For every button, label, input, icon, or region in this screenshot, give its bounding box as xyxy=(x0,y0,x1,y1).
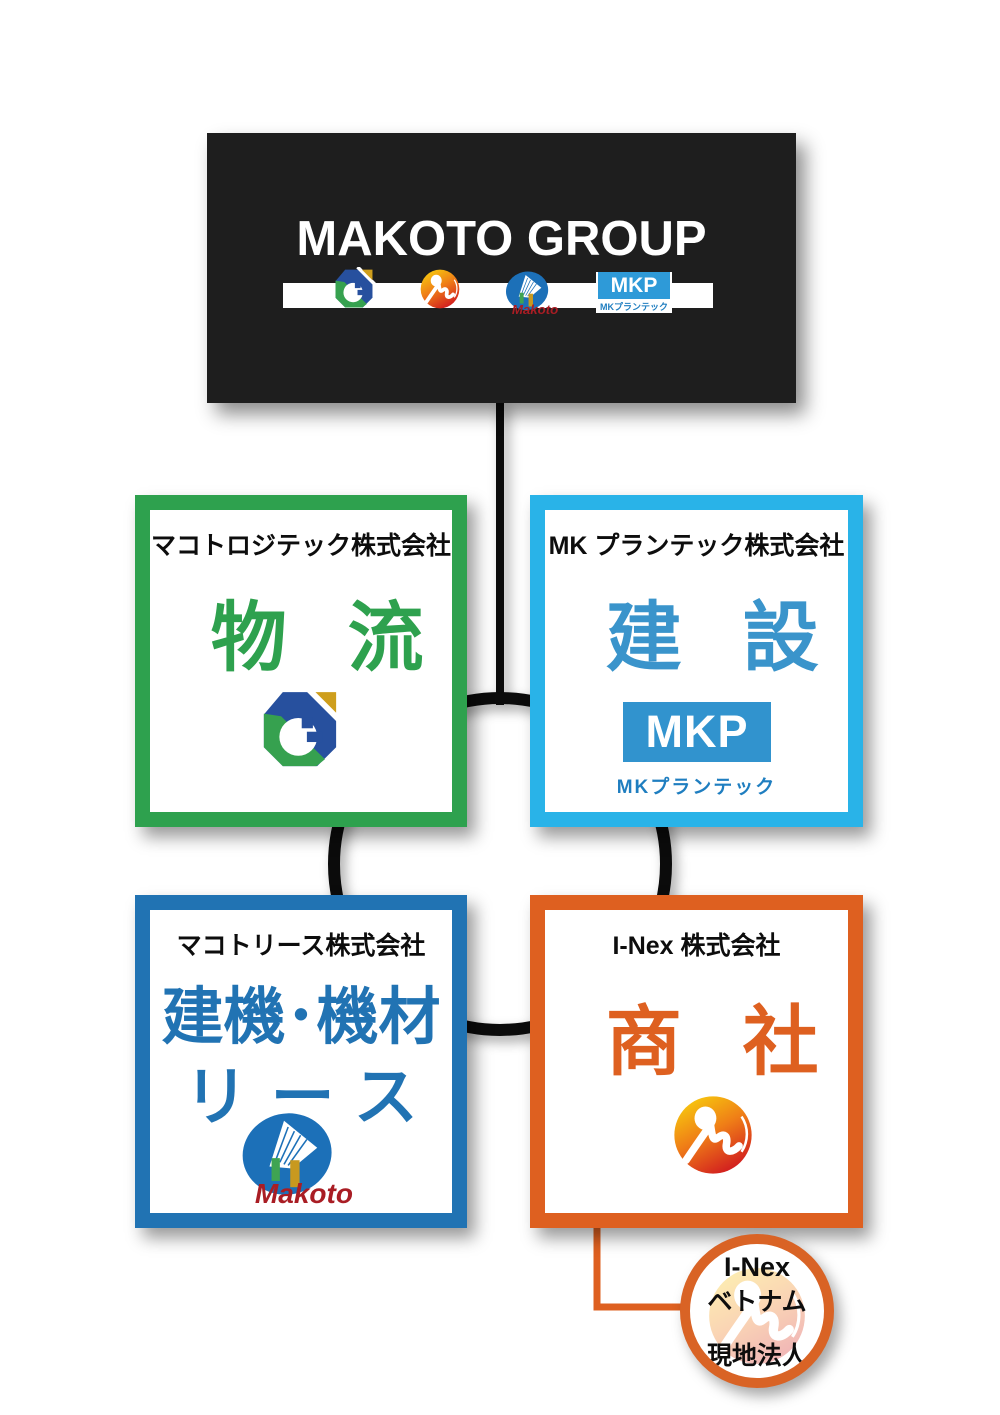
trading-to-subsidiary-line xyxy=(593,1226,684,1311)
gradient-circle-figure-icon xyxy=(709,1268,805,1364)
construction-company-name: MK プランテック株式会社 xyxy=(548,532,845,560)
mkp-badge-subtitle: MKプランテック xyxy=(616,777,777,798)
card-construction: MK プランテック株式会社 建設 MKP MKプランテック xyxy=(530,495,863,827)
lease-company-name: マコトリース株式会社 xyxy=(176,932,426,960)
gradient-circle-figure-icon xyxy=(674,1096,752,1174)
logistics-company-name: マコトロジテック株式会社 xyxy=(150,532,451,560)
construction-business-label: 建設 xyxy=(605,596,880,681)
card-lease: マコトリース株式会社 建機･機材 リース Makoto xyxy=(135,895,467,1228)
logistics-business-label: 物流 xyxy=(210,596,485,681)
lease-business-line2: リース xyxy=(184,1061,441,1133)
subsidiary-name-line1: I-Nex xyxy=(723,1252,791,1282)
connector-ring xyxy=(328,692,672,1036)
subsidiary-circle: I-Nex ベトナム 現地法人 xyxy=(680,1234,834,1388)
blue-oval-pages-icon: Makoto xyxy=(505,271,558,317)
mkp-square-badge-icon: MKP xyxy=(623,702,771,762)
mkp-square-badge-icon: MKP MKプランテック xyxy=(596,272,672,313)
makoto-logo-wordmark: Makoto xyxy=(255,1178,353,1209)
card-trading: I-Nex 株式会社 商社 xyxy=(530,895,863,1228)
octagon-g-mark-icon xyxy=(263,687,343,767)
trading-company-name: I-Nex 株式会社 xyxy=(612,932,781,960)
strip-mkp-label: MKP xyxy=(610,273,658,297)
trading-business-label: 商社 xyxy=(605,1000,880,1085)
group-title: MAKOTO GROUP xyxy=(296,212,707,266)
lease-business-line1: 建機･機材 xyxy=(161,983,441,1052)
strip-mkp-subtitle: MKプランテック xyxy=(600,302,668,312)
group-header-box: MAKOTO GROUP xyxy=(207,133,796,403)
card-logistics: マコトロジテック株式会社 物流 xyxy=(135,495,467,827)
mkp-badge-label: MKP xyxy=(645,706,749,757)
blue-oval-pages-icon: Makoto xyxy=(242,1113,353,1209)
subsidiary-name-line2: ベトナム xyxy=(707,1288,807,1316)
makoto-logo-wordmark: Makoto xyxy=(512,302,558,317)
gradient-circle-figure-icon xyxy=(420,269,460,309)
octagon-g-mark-icon xyxy=(335,267,376,308)
subsidiary-name-line3: 現地法人 xyxy=(706,1342,807,1370)
